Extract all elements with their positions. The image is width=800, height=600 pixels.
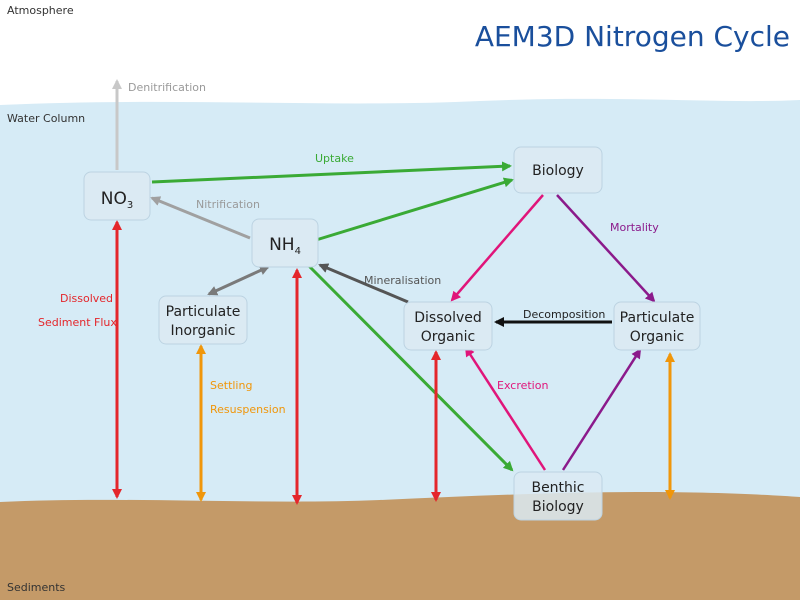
nitrification-label: Nitrification xyxy=(196,198,260,211)
nh4-label: NH4 xyxy=(269,235,301,257)
dissolved-organic-box xyxy=(403,301,493,351)
sediment-flux-label: Sediment Flux xyxy=(38,316,117,329)
particulate-organic-node: Particulate Organic xyxy=(613,301,701,351)
biology-to-dissolved-arrow xyxy=(450,194,544,302)
particulate-inorganic-node: Particulate Inorganic xyxy=(158,295,248,345)
no3-box xyxy=(83,171,151,221)
benthic-to-particulate-organic-arrow xyxy=(561,348,642,471)
dissolved-organic-node: Dissolved Organic xyxy=(403,301,493,351)
particulate-inorganic-exchange-arrow xyxy=(207,265,270,296)
atmosphere-label: Atmosphere xyxy=(7,4,74,17)
benthic-biology-box xyxy=(513,471,603,521)
dissolved-organic-label-1: Dissolved xyxy=(414,310,482,326)
excretion-arrow xyxy=(464,346,547,471)
biology-node: Biology xyxy=(513,146,603,194)
particulate-inorganic-label-2: Inorganic xyxy=(170,323,235,339)
biology-box xyxy=(513,146,603,194)
water-column-label: Water Column xyxy=(7,112,85,125)
mortality-label: Mortality xyxy=(610,221,659,234)
particulate-organic-label-1: Particulate xyxy=(620,310,695,326)
particulate-inorganic-box xyxy=(158,295,248,345)
no3-label: NO3 xyxy=(101,189,133,211)
dissolved-label: Dissolved xyxy=(60,292,113,305)
particulate-organic-label-2: Organic xyxy=(630,329,684,345)
sediments-label: Sediments xyxy=(7,581,66,594)
diagram-title: AEM3D Nitrogen Cycle xyxy=(475,20,790,53)
mortality-arrow xyxy=(556,194,656,303)
no3-node: NO3 xyxy=(83,171,151,221)
uptake-label: Uptake xyxy=(315,152,354,165)
nitrification-arrow xyxy=(150,196,251,240)
sediment-region xyxy=(0,492,800,600)
uptake-nh4-arrow xyxy=(315,177,514,242)
mineralisation-label: Mineralisation xyxy=(364,274,441,287)
uptake-benthic-arrow xyxy=(306,263,514,472)
dissolved-organic-label-2: Organic xyxy=(421,329,475,345)
nh4-box xyxy=(251,218,319,268)
excretion-label: Excretion xyxy=(497,379,548,392)
benthic-biology-label-1: Benthic xyxy=(531,480,584,496)
particulate-inorganic-label-1: Particulate xyxy=(166,304,241,320)
particulate-organic-box xyxy=(613,301,701,351)
uptake-no3-arrow xyxy=(151,161,512,184)
denitrification-label: Denitrification xyxy=(128,81,206,94)
mineralisation-arrow xyxy=(318,263,409,304)
benthic-biology-label-2: Biology xyxy=(532,499,584,515)
benthic-biology-node: Benthic Biology xyxy=(513,471,603,521)
biology-label: Biology xyxy=(532,163,584,179)
decomposition-label: Decomposition xyxy=(523,308,605,321)
resuspension-label: Resuspension xyxy=(210,403,286,416)
settling-label: Settling xyxy=(210,379,252,392)
nh4-node: NH4 xyxy=(251,218,319,268)
